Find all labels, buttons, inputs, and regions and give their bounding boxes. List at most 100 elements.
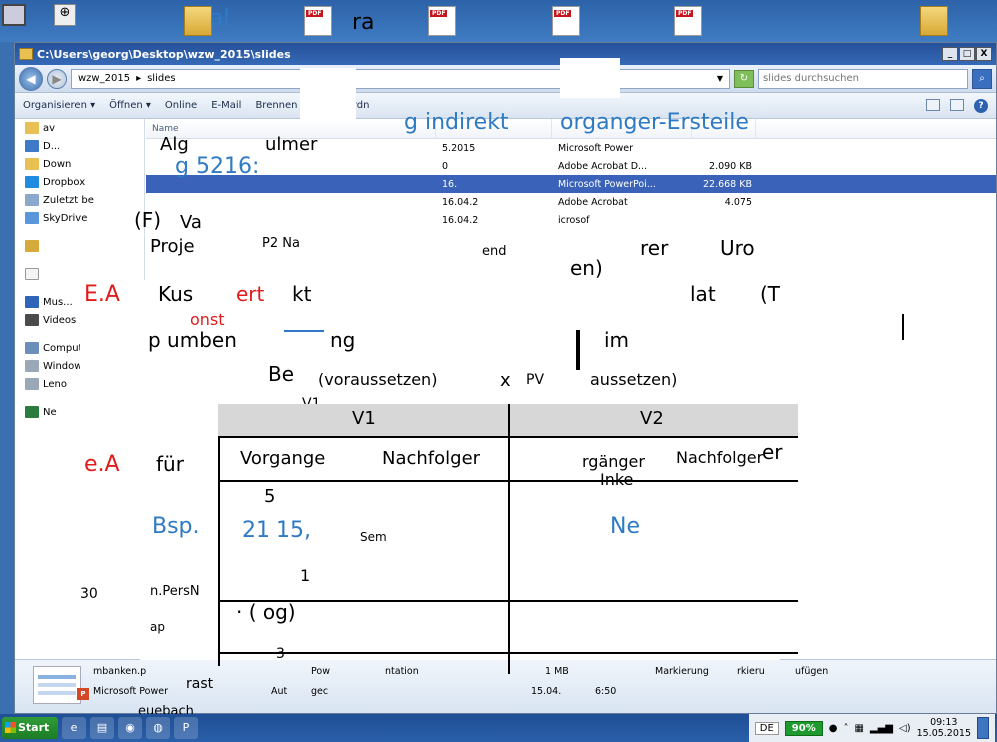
file-row[interactable]: 16.04.2 Adobe Acrobat 4.075: [146, 193, 996, 211]
file-row[interactable]: 5.2015 Microsoft Power: [146, 139, 996, 157]
desktop-folder-icon[interactable]: [184, 6, 212, 36]
chevron-up-icon[interactable]: ˄: [843, 722, 849, 734]
language-indicator[interactable]: DE: [754, 721, 779, 735]
battery-indicator[interactable]: 90%: [784, 720, 823, 736]
explorer-icon[interactable]: ▤: [90, 717, 114, 739]
close-button[interactable]: X: [976, 47, 992, 61]
organize-button[interactable]: Organisieren ▾: [23, 100, 96, 111]
details-pane: P mbanken.p Microsoft Power Aut gec Pow …: [15, 659, 996, 713]
nav-music[interactable]: Mus...: [15, 293, 144, 311]
help-icon[interactable]: ?: [974, 98, 988, 113]
file-row-selected[interactable]: 16. Microsoft PowerPoi... 22.668 KB: [146, 175, 996, 193]
content-area: av D... Down Dropbox Zuletzt be SkyDrive…: [15, 119, 996, 659]
window-title: C:\Users\georg\Desktop\wzw_2015\slides: [37, 47, 291, 61]
table-cell: Vorgange: [240, 448, 326, 469]
slide-text: (T: [760, 282, 781, 306]
nav-videos[interactable]: Videos: [15, 311, 144, 329]
nav-network[interactable]: Ne: [15, 403, 144, 421]
drive-icon: [25, 360, 39, 372]
chevron-down-icon[interactable]: ▼: [716, 74, 723, 83]
slide-text: Uro: [720, 236, 755, 260]
details-type: Microsoft Power: [93, 686, 168, 697]
nav-label: Dropbox: [43, 176, 86, 188]
nav-recent[interactable]: Zuletzt be: [15, 191, 144, 209]
nav-skydrive[interactable]: SkyDrive: [15, 209, 144, 227]
open-button[interactable]: Öffnen ▾: [109, 100, 151, 111]
details-tag-label: Markierung: [655, 666, 709, 677]
file-row[interactable]: 16.04.2 icrosof: [146, 211, 996, 229]
slide-text: Proje: [150, 236, 195, 257]
show-desktop-button[interactable]: [977, 717, 989, 739]
burn-button[interactable]: Brennen: [255, 100, 298, 111]
firefox-icon[interactable]: ◍: [146, 717, 170, 739]
start-button[interactable]: Start: [2, 717, 58, 739]
table-header-v2: V2: [640, 408, 664, 429]
system-tray: DE 90% ● ˄ ▦ ▂▄▆ ◁) 09:13 15.05.2015: [748, 714, 995, 742]
details-author: gec: [311, 686, 329, 697]
email-button[interactable]: E-Mail: [211, 100, 242, 111]
search-icon[interactable]: ⌕: [972, 68, 992, 89]
search-input[interactable]: [758, 68, 968, 89]
breadcrumb-item[interactable]: slides: [147, 73, 176, 84]
nav-lenovo-drive[interactable]: Leno: [15, 375, 144, 393]
slide-text: Kus: [158, 282, 194, 306]
desktop-pdf-icon[interactable]: [674, 6, 702, 36]
power-icon[interactable]: ●: [828, 722, 838, 734]
minimize-button[interactable]: _: [942, 47, 958, 61]
column-name[interactable]: Name: [146, 119, 436, 138]
view-options-icon[interactable]: [926, 98, 940, 111]
drive-icon: [25, 378, 39, 390]
details-add[interactable]: ufügen: [795, 666, 829, 677]
breadcrumb[interactable]: wzw_2015 ▸ slides ▼: [71, 68, 730, 89]
forward-button[interactable]: ▶: [47, 68, 67, 89]
file-type: Adobe Acrobat D...: [558, 160, 648, 172]
desktop-pdf-icon[interactable]: [552, 6, 580, 36]
maximize-button[interactable]: □: [959, 47, 975, 61]
window-titlebar[interactable]: C:\Users\georg\Desktop\wzw_2015\slides _…: [15, 43, 996, 65]
preview-pane-icon[interactable]: [950, 98, 964, 111]
slide-text: end: [482, 244, 507, 259]
refresh-button[interactable]: ↻: [734, 69, 754, 88]
column-type[interactable]: [552, 119, 692, 138]
table-line: [218, 480, 798, 482]
table-header-v1: V1: [352, 408, 376, 429]
column-date[interactable]: [436, 119, 552, 138]
nav-dropbox[interactable]: Dropbox: [15, 173, 144, 191]
slide-text: onst: [190, 310, 225, 329]
nav-favorites[interactable]: av: [15, 119, 144, 137]
chrome-icon[interactable]: ◉: [118, 717, 142, 739]
slide-text: Ne: [610, 514, 640, 539]
signal-icon[interactable]: ▂▄▆: [869, 722, 893, 734]
clock[interactable]: 09:13 15.05.2015: [917, 717, 971, 739]
clock-time: 09:13: [930, 717, 958, 728]
nav-desktop[interactable]: D...: [15, 137, 144, 155]
nav-label: SkyDrive: [43, 212, 88, 224]
powerpoint-taskbar-icon[interactable]: P: [174, 717, 198, 739]
back-button[interactable]: ◀: [19, 66, 43, 91]
breadcrumb-item[interactable]: wzw_2015: [78, 73, 131, 84]
nav-downloads[interactable]: Down: [15, 155, 144, 173]
slide-text: (voraussetzen): [318, 370, 438, 389]
ie-icon[interactable]: e: [62, 717, 86, 739]
nav-documents[interactable]: [15, 265, 144, 283]
desktop-folder-icon[interactable]: [920, 6, 948, 36]
clock-date: 15.05.2015: [916, 728, 971, 739]
overlay-block: [560, 58, 620, 98]
magnifier-icon[interactable]: ⊕: [54, 4, 76, 26]
volume-icon[interactable]: ◁): [899, 722, 911, 734]
nav-libraries[interactable]: [15, 237, 144, 255]
slide-text: im: [604, 328, 630, 352]
desktop-window-icon[interactable]: [2, 4, 26, 26]
nav-label: Computer: [43, 342, 93, 354]
desktop-pdf-icon[interactable]: [304, 6, 332, 36]
network-tray-icon[interactable]: ▦: [854, 722, 864, 734]
details-tag-input[interactable]: rkieru: [737, 666, 765, 677]
file-row[interactable]: 0 Adobe Acrobat D... 2.090 KB: [146, 157, 996, 175]
column-size[interactable]: [692, 119, 756, 138]
slide-text: 5: [264, 486, 276, 507]
desktop-pdf-icon[interactable]: [428, 6, 456, 36]
nav-computer[interactable]: Computer: [15, 339, 144, 357]
online-button[interactable]: Online: [164, 100, 198, 111]
slide-text: 21: [242, 518, 270, 543]
file-date: 16.: [442, 178, 458, 190]
